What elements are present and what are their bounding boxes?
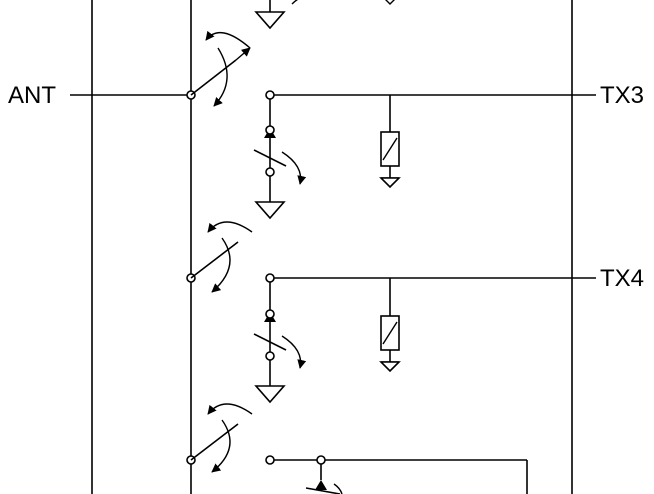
antenna-port-label: ANT	[8, 82, 56, 109]
switch-arc-arrow	[211, 419, 231, 473]
switch-contact-node	[265, 90, 275, 100]
series-switch-blade	[190, 241, 239, 279]
switch-arc-arrow	[211, 237, 231, 293]
filter-ground-icon	[380, 361, 400, 372]
series-switch-blade	[190, 59, 237, 96]
tx3-port-label: TX3	[600, 82, 645, 109]
switch-arc-arrow	[213, 47, 228, 107]
switch-contact-node	[265, 455, 275, 465]
switch-arc-arrow	[207, 221, 253, 233]
series-switch-blade	[190, 423, 239, 461]
shunt-arc-arrow	[281, 335, 307, 369]
tx4-port-label: TX4	[600, 265, 645, 292]
switch-contact-node	[265, 273, 275, 283]
shunt-ground-icon	[254, 201, 286, 220]
shunt-switch-blade	[253, 333, 287, 351]
shunt-switch-blade	[253, 149, 287, 167]
switch-arc-arrow	[207, 403, 253, 415]
filter-ground-icon	[380, 177, 400, 188]
shunt-ground-icon	[254, 385, 286, 404]
switch-arc-arrow	[205, 30, 251, 49]
tx4-branch	[186, 221, 596, 404]
tx3-branch	[186, 30, 596, 220]
top-shunt-ground	[254, 0, 395, 30]
shunt-arc-arrow	[281, 151, 307, 185]
bottom-branch	[186, 403, 528, 494]
